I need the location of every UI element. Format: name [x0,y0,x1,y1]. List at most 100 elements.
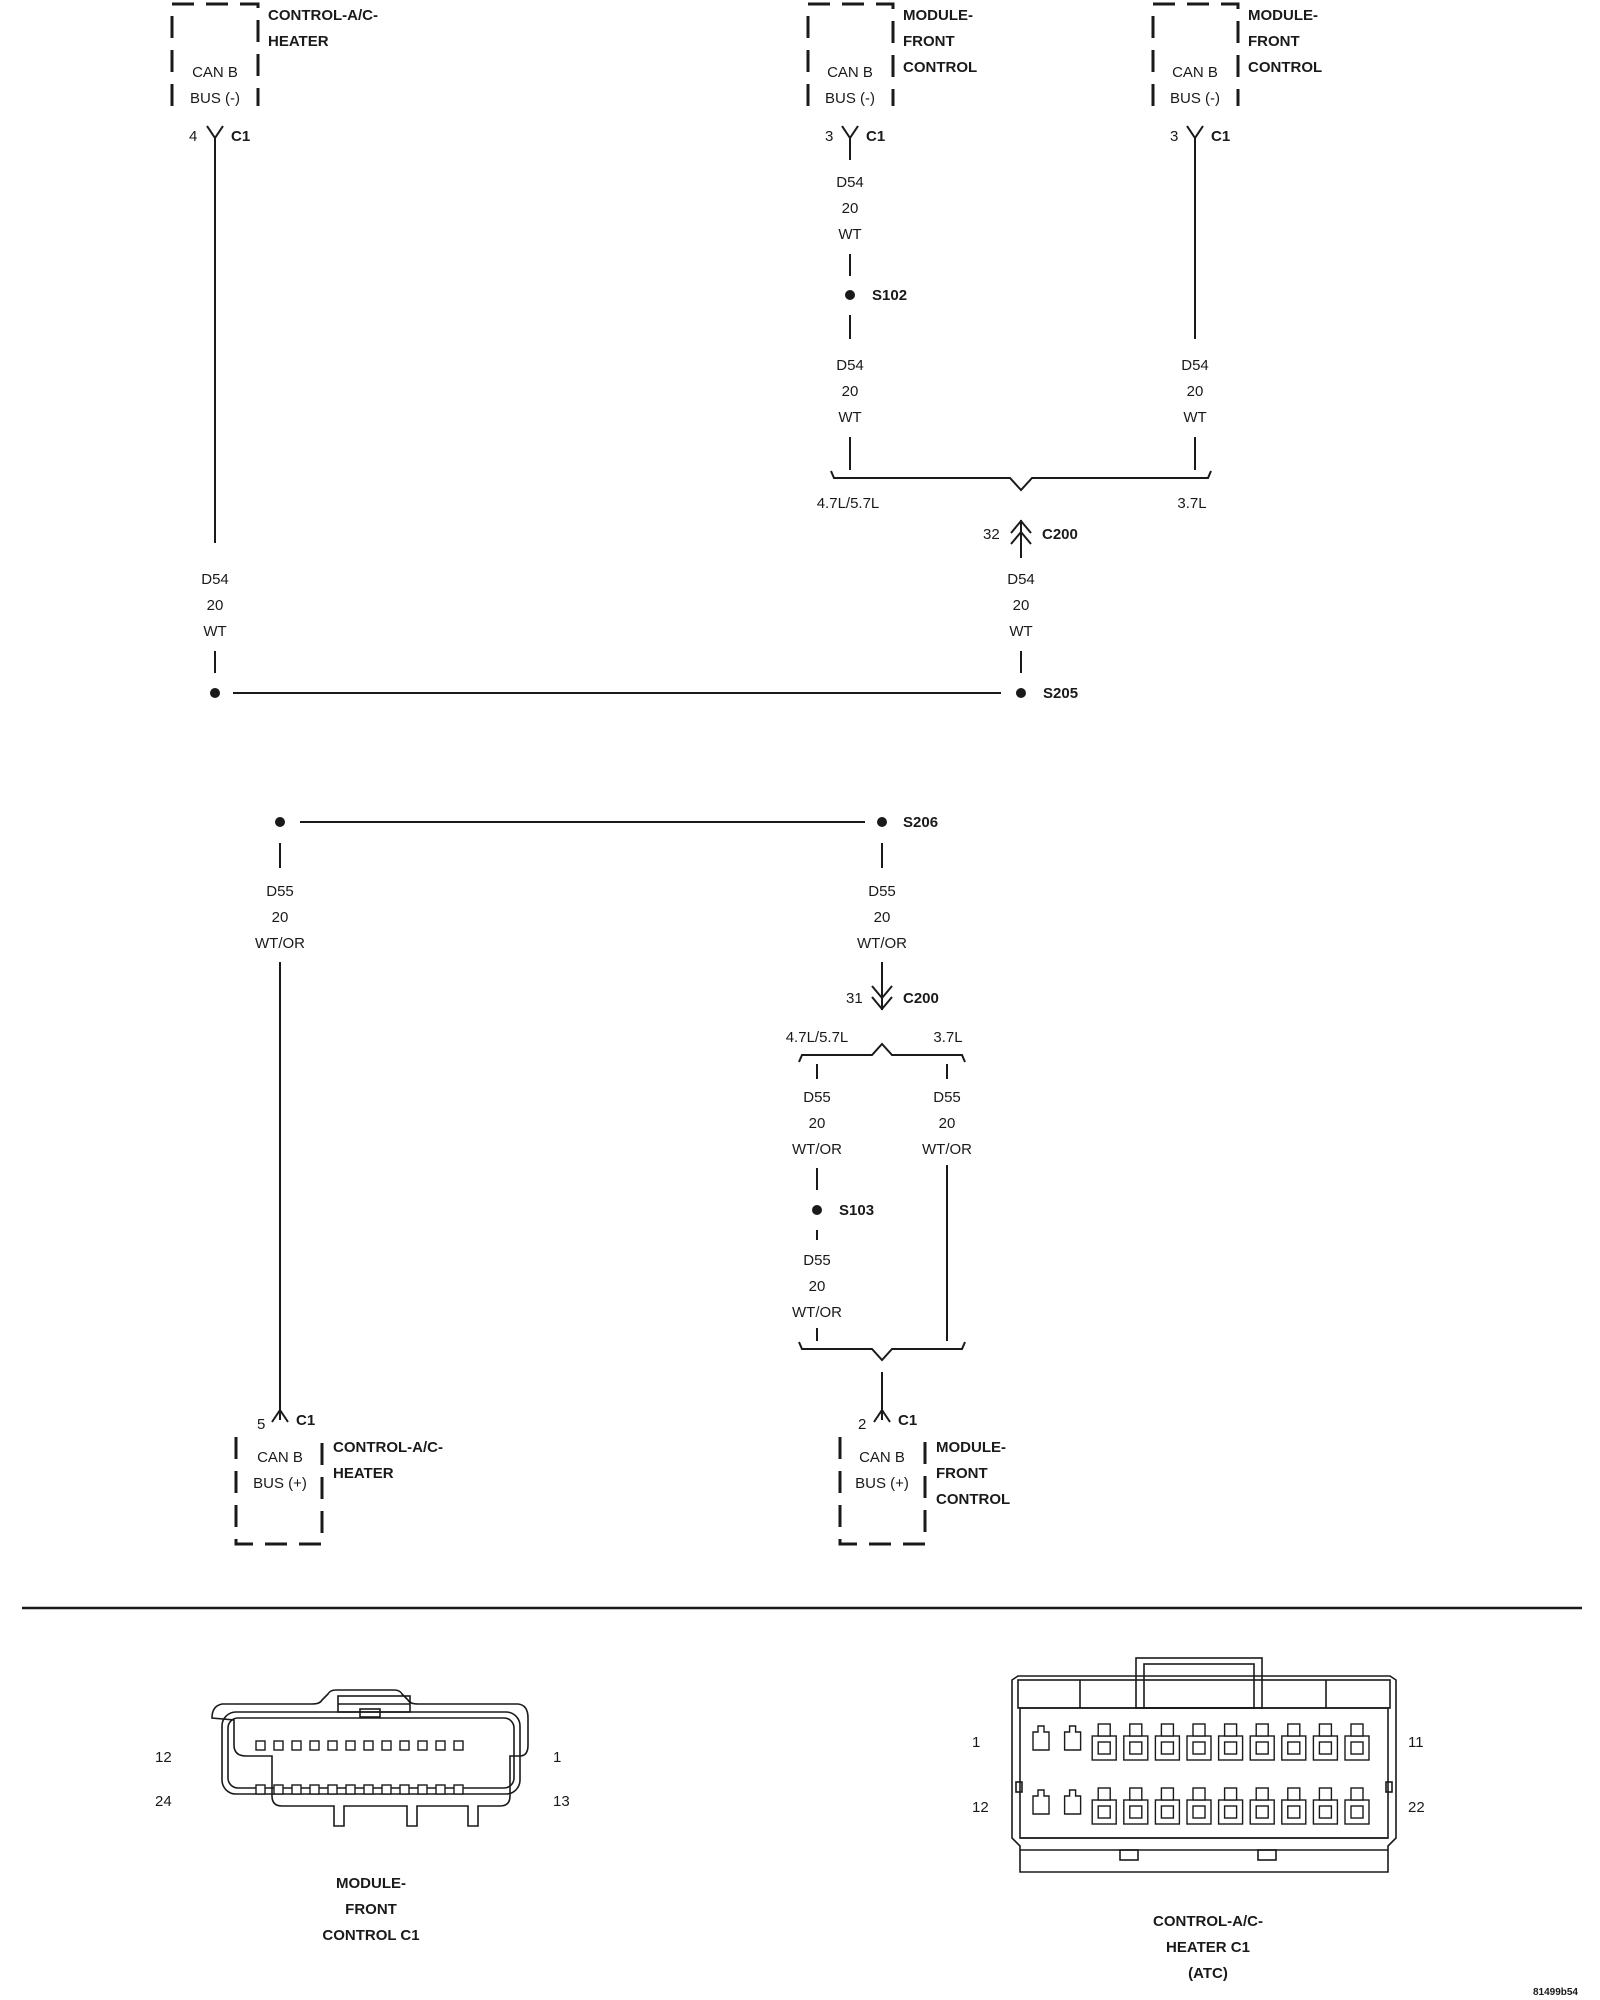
fcm-bottom-connector: C1 [898,1412,917,1429]
fcm-cavity [417,1740,428,1751]
fcm-cavity [255,1740,266,1751]
fcm-bottom-name-2: FRONT [936,1465,988,1482]
fcm-bottom-signal-1: CAN B [859,1449,905,1466]
splice-s103-label: S103 [839,1202,874,1219]
ach-top-signal-1: CAN B [192,64,238,81]
splice-dot-left-s205 [210,688,220,698]
fcm-cavity [291,1784,302,1795]
ach-cavity [1312,1799,1339,1825]
fcm-face-pin-13: 13 [553,1793,570,1810]
wire-g-gauge: 20 [874,909,891,926]
wire-c-gauge: 20 [842,383,859,400]
ach-cavity-tab [1255,1787,1269,1801]
c200-bottom-label: C200 [903,990,939,1007]
variant-bottom-left: 4.7L/5.7L [786,1029,849,1046]
ach-top-pin-number: 4 [189,128,197,145]
fcm-face-pin-24: 24 [155,1793,172,1810]
wire-h-gauge: 20 [809,1115,826,1132]
ach-cavity-inner [1350,1805,1364,1819]
fcm-a-pin: 3 C1 [825,125,885,145]
ach-cavity-inner [1223,1805,1238,1819]
wire-label-d55-branch-left: D55 20 WT/OR [792,1089,842,1158]
ach-cavity [1344,1799,1370,1825]
c200-top-label: C200 [1042,526,1078,543]
ach-cavity-tab [1318,1723,1333,1737]
ach-face-title-3: (ATC) [1188,1965,1228,1982]
ach-cavity-inner [1192,1805,1206,1819]
ach-cavity-inner [1160,1805,1175,1819]
variant-top-right: 3.7L [1177,495,1206,512]
ach-cavity-tab [1192,1787,1206,1801]
fcm-connector-cavities [255,1740,464,1795]
ach-cavity-tab [1287,1723,1301,1737]
fcm-a-name-3: CONTROL [903,59,977,76]
ach-cavity-inner [1097,1805,1111,1819]
splice-dot-s205 [1016,688,1026,698]
wire-label-d54-mid-lower: D54 20 WT [836,357,864,426]
ach-face-title-2: HEATER C1 [1166,1939,1250,1956]
wire-d-gauge: 20 [1187,383,1204,400]
ach-cavity-inner [1318,1741,1333,1755]
ach-bottom-connector: C1 [296,1412,315,1429]
ach-face-pin-22: 22 [1408,1799,1425,1816]
fcm-bottom-name-1: MODULE- [936,1439,1006,1456]
ach-cavity-latch [1032,1789,1050,1815]
ach-top-name-2: HEATER [268,33,329,50]
wire-j-circuit: D55 [933,1089,961,1106]
wire-i-circuit: D55 [803,1252,831,1269]
ach-cavity-tab [1160,1787,1175,1801]
ach-connector-face [1011,1657,1397,1873]
wire-e-color: WT [1009,623,1032,640]
wire-f-circuit: D55 [266,883,294,900]
wire-label-d54-right: D54 20 WT [1181,357,1209,426]
wire-label-d54-mid-upper: D54 20 WT [836,174,864,243]
fcm-cavity [435,1740,446,1751]
ach-cavity-tab [1129,1787,1143,1801]
fcm-a-pin-number: 3 [825,128,833,145]
ach-top-pin: 4 C1 [189,125,250,145]
wire-a-color: WT [203,623,226,640]
ach-module-can-minus: CONTROL-A/C- HEATER CAN B BUS (-) [170,2,378,107]
ach-top-signal-2: BUS (-) [190,90,240,107]
variant-brace-bottom-lower [798,1341,966,1362]
ach-bottom-name-2: HEATER [333,1465,394,1482]
ach-cavity-inner [1129,1741,1143,1755]
wire-g-color: WT/OR [857,935,907,952]
wire-e-circuit: D54 [1007,571,1035,588]
wire-e-gauge: 20 [1013,597,1030,614]
ach-cavity-tab [1097,1723,1111,1737]
ach-cavity-inner [1223,1741,1238,1755]
fcm-cavity [327,1740,338,1751]
wire-label-d55-branch-right: D55 20 WT/OR [922,1089,972,1158]
fcm-cavity [435,1784,446,1795]
ach-cavity-inner [1287,1805,1301,1819]
ach-bottom-name-1: CONTROL-A/C- [333,1439,443,1456]
fcm-face-title-1: MODULE- [336,1875,406,1892]
ach-cavity-inner [1287,1741,1301,1755]
splice-s205-label: S205 [1043,685,1078,702]
fcm-face-title-3: CONTROL C1 [322,1927,419,1944]
wire-d-circuit: D54 [1181,357,1209,374]
fcm-connector-face [211,1689,529,1827]
wire-b-circuit: D54 [836,174,864,191]
fcm-bottom-pin: 2 C1 [858,1408,917,1433]
variant-brace-bottom-upper [798,1042,966,1063]
wire-b-color: WT [838,226,861,243]
fcm-b-pin-number: 3 [1170,128,1178,145]
ach-top-name-1: CONTROL-A/C- [268,7,378,24]
fcm-b-signal-2: BUS (-) [1170,90,1220,107]
ach-cavity-tab [1223,1787,1238,1801]
figure-id: 81499b54 [1533,1987,1578,1998]
ach-module-can-plus: CAN B BUS (+) CONTROL-A/C- HEATER [234,1437,443,1546]
wire-j-color: WT/OR [922,1141,972,1158]
ach-top-connector: C1 [231,128,250,145]
splice-dot-s102 [845,290,855,300]
variant-top-left: 4.7L/5.7L [817,495,880,512]
wire-j-gauge: 20 [939,1115,956,1132]
fcm-cavity [417,1784,428,1795]
fcm-cavity [453,1740,464,1751]
ach-cavity-tab [1287,1787,1301,1801]
ach-cavity-tab [1350,1787,1364,1801]
ach-cavity-inner [1160,1741,1175,1755]
